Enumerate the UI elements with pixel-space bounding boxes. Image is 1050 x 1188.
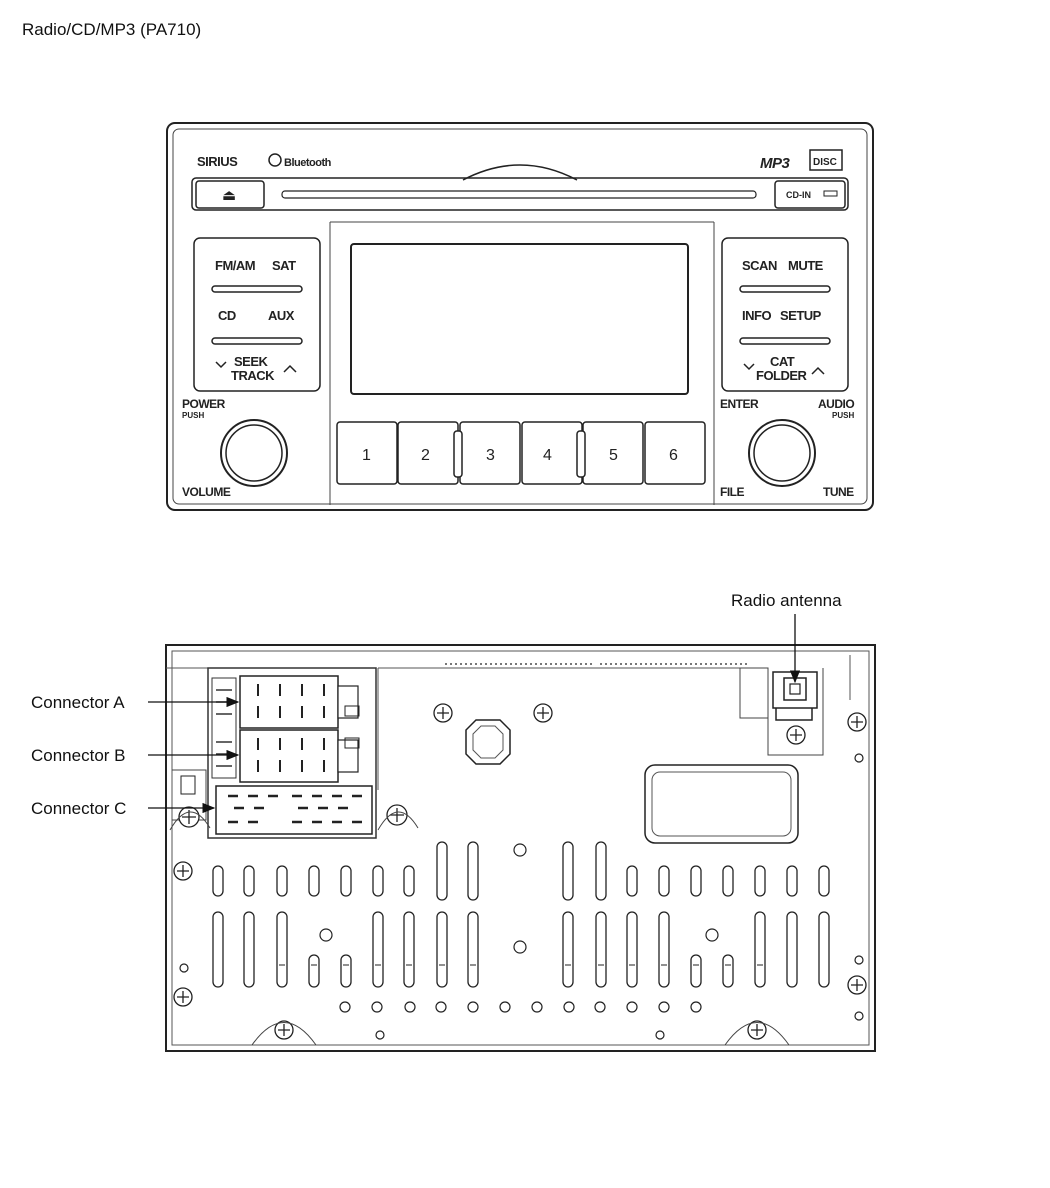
preset-button-6[interactable]: 6 — [644, 421, 706, 485]
svg-text:SEEK: SEEK — [234, 354, 269, 369]
bluetooth-logo: Bluetooth — [284, 157, 332, 169]
svg-text:TRACK: TRACK — [231, 368, 275, 383]
svg-text:CD-IN: CD-IN — [786, 190, 811, 200]
svg-text:CAT: CAT — [770, 354, 795, 369]
svg-text:FM/AM: FM/AM — [215, 258, 255, 273]
connector-a — [239, 675, 360, 729]
cd-slot — [281, 190, 757, 199]
sirius-logo: SIRIUS — [197, 154, 238, 169]
enter-label: ENTER — [720, 397, 759, 411]
scan-mute-button[interactable]: SCAN MUTE — [742, 258, 824, 273]
audio-label: AUDIO — [818, 397, 854, 411]
callout-connector-b: Connector B — [31, 746, 240, 765]
callout-connector-c: Connector C — [31, 799, 216, 818]
folder-up-icon — [811, 366, 825, 375]
svg-text:MUTE: MUTE — [788, 258, 824, 273]
cat-folder-button[interactable]: CAT FOLDER — [743, 354, 825, 383]
svg-text:Connector C: Connector C — [31, 799, 126, 818]
eject-icon: ⏏ — [222, 187, 236, 204]
svg-text:4: 4 — [543, 447, 552, 464]
svg-text:6: 6 — [669, 447, 678, 464]
disc-logo: DISC — [813, 157, 837, 168]
svg-text:FOLDER: FOLDER — [756, 368, 808, 383]
svg-text:CD: CD — [218, 308, 236, 323]
disc-logo-frame — [809, 149, 843, 171]
svg-text:1: 1 — [362, 447, 371, 464]
svg-text:INFO: INFO — [742, 308, 771, 323]
vent-slots — [212, 841, 830, 988]
cd-in-indicator: CD-IN — [774, 180, 846, 209]
power-label: POWER — [182, 397, 226, 411]
svg-text:Connector A: Connector A — [31, 693, 125, 712]
svg-text:2: 2 — [421, 447, 430, 464]
svg-text:SETUP: SETUP — [780, 308, 822, 323]
svg-text:Radio antenna: Radio antenna — [731, 591, 842, 610]
tune-label: TUNE — [823, 485, 854, 499]
svg-text:Connector B: Connector B — [31, 746, 126, 765]
rear-panel — [165, 644, 876, 1052]
page-title: Radio/CD/MP3 (PA710) — [22, 20, 202, 39]
file-label: FILE — [720, 485, 744, 499]
mp3-logo: MP3 — [760, 155, 791, 172]
preset-button-4[interactable]: 4 — [521, 421, 583, 485]
volume-knob[interactable] — [220, 419, 288, 487]
display-screen — [350, 243, 689, 395]
power-push-label: PUSH — [182, 411, 204, 420]
svg-text:5: 5 — [609, 447, 618, 464]
svg-text:AUX: AUX — [268, 308, 295, 323]
eject-button[interactable]: ⏏ — [195, 180, 265, 209]
callout-radio-antenna: Radio antenna — [731, 591, 842, 684]
folder-down-icon — [743, 363, 755, 371]
bluetooth-icon — [268, 153, 282, 167]
svg-text:3: 3 — [486, 447, 495, 464]
svg-text:SCAN: SCAN — [742, 258, 777, 273]
fm-am-sat-button[interactable]: FM/AM SAT — [215, 258, 297, 273]
preset-button-2[interactable]: 2 — [397, 421, 459, 485]
preset-button-1[interactable]: 1 — [336, 421, 398, 485]
volume-label: VOLUME — [182, 485, 231, 499]
info-setup-button[interactable]: INFO SETUP — [742, 308, 822, 323]
tune-knob[interactable] — [748, 419, 816, 487]
cd-aux-button[interactable]: CD AUX — [218, 308, 295, 323]
seek-track-button[interactable]: SEEK TRACK — [215, 354, 297, 383]
connector-b — [239, 729, 360, 783]
seek-down-icon — [215, 361, 227, 369]
svg-text:SAT: SAT — [272, 258, 296, 273]
front-panel: SIRIUS Bluetooth MP3 DISC ⏏ CD-IN FM/AM … — [166, 122, 874, 511]
audio-push-label: PUSH — [832, 411, 854, 420]
callout-connector-a: Connector A — [31, 693, 240, 712]
preset-button-3[interactable]: 3 — [459, 421, 521, 485]
seek-up-icon — [283, 364, 297, 373]
connector-c — [215, 785, 373, 835]
preset-button-5[interactable]: 5 — [582, 421, 644, 485]
